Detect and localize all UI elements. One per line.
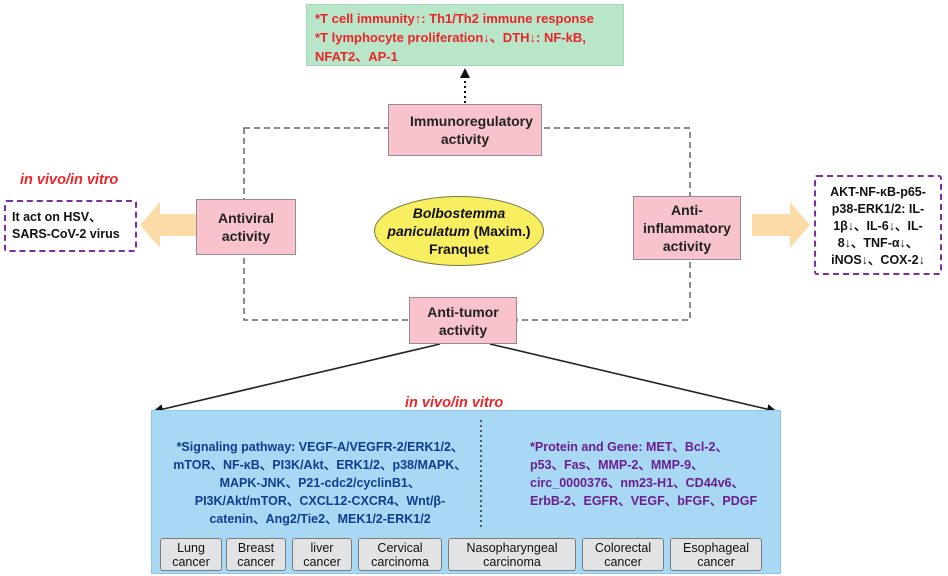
signaling-pathway-text: *Signaling pathway: VEGF-A/VEGFR-2/ERK1/… [173, 440, 467, 526]
right-diagonal-arrow [489, 343, 777, 415]
tumor-study-tag: in vivo/in vitro [405, 395, 504, 411]
anti-tumor-label: Anti-tumor activity [427, 303, 499, 338]
protein-gene-text: *Protein and Gene: MET、Bcl-2、p53、Fas、MMP… [530, 440, 758, 508]
cancer-liver: liver cancer [292, 538, 352, 571]
cancer-colorectal: Colorectal cancer [582, 538, 664, 571]
anti-tumor-box: Anti-tumor activity [409, 297, 517, 344]
species-name: paniculatum [387, 223, 470, 239]
antiviral-label: Antiviral activity [217, 210, 274, 244]
genus-name: Bolbostemma [412, 205, 506, 221]
cancer-nasopharyngeal: Nasopharyngeal carcinoma [448, 538, 576, 571]
author-name: (Maxim.) [469, 223, 531, 239]
immune-effect-line-2: *T lymphocyte proliferation↓、DTH↓: NF-kB… [315, 30, 586, 45]
left-diagonal-arrow [153, 343, 441, 415]
cancer-lung: Lung cancer [160, 538, 222, 571]
anti-inflammatory-box: Anti-inflammatory activity [633, 196, 741, 260]
inflammatory-detail-text: AKT-NF-κB-p65-p38-ERK1/2: IL-1β↓、IL-6↓、I… [830, 185, 926, 267]
right-fat-arrow [752, 202, 810, 248]
author-name-2: Franquet [429, 241, 489, 257]
left-fat-arrow [140, 202, 200, 248]
antiviral-study-tag: in vivo/in vitro [20, 172, 119, 188]
immune-effect-line-1: *T cell immunity↑: Th1/Th2 immune respon… [315, 11, 594, 26]
antiviral-detail-text: It act on HSV、SARS-CoV-2 virus [12, 210, 120, 241]
inflammatory-detail-box: AKT-NF-κB-p65-p38-ERK1/2: IL-1β↓、IL-6↓、I… [814, 175, 942, 275]
cancer-esophageal: Esophageal cancer [670, 538, 762, 571]
cancer-breast: Breast cancer [226, 538, 286, 571]
plant-name-ellipse: Bolbostemma paniculatum (Maxim.) Franque… [374, 196, 544, 266]
cancer-cervical: Cervical carcinoma [358, 538, 442, 571]
immune-effect-line-3: NFAT2、AP-1 [315, 49, 398, 64]
antiviral-box: Antiviral activity [196, 199, 296, 255]
immune-effects-box: *T cell immunity↑: Th1/Th2 immune respon… [306, 4, 624, 66]
anti-inflammatory-label: Anti-inflammatory activity [643, 202, 731, 254]
antiviral-detail-box: It act on HSV、SARS-CoV-2 virus [4, 200, 137, 252]
immunoregulatory-box: Immunoregulatory activity [388, 104, 542, 156]
immunoregulatory-label: Immunoregulatory activity [410, 113, 533, 147]
